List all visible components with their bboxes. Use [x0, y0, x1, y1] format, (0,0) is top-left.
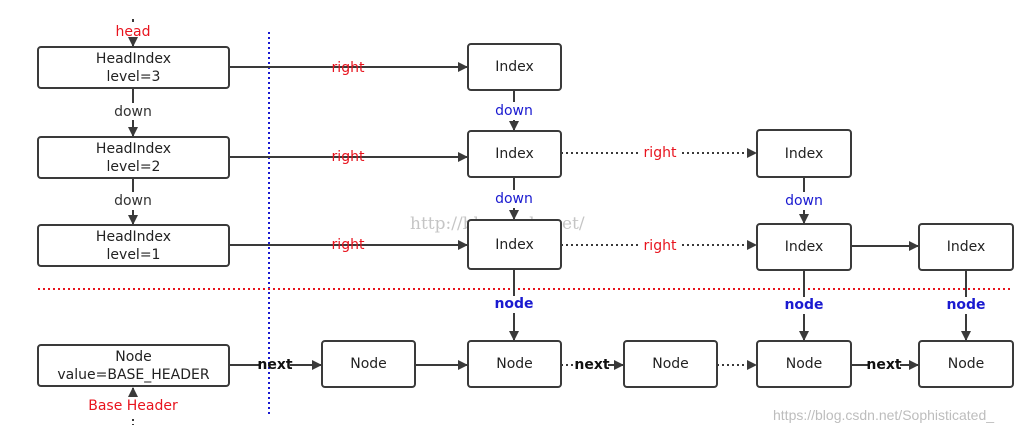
- index-label: Index: [784, 145, 824, 162]
- down-label: down: [785, 193, 823, 209]
- down-label: down: [114, 104, 152, 120]
- index-box: Index: [756, 129, 852, 178]
- headindex-level-2: HeadIndex level=2: [37, 136, 230, 179]
- down-label: down: [114, 193, 152, 209]
- node-box: Node: [623, 340, 718, 388]
- node-label: Node: [947, 356, 985, 372]
- node-title: Node: [115, 348, 152, 365]
- node-pointer-label: node: [784, 297, 824, 313]
- down-label: down: [495, 103, 533, 119]
- headindex-title: HeadIndex: [95, 228, 172, 245]
- next-label: next: [866, 357, 902, 373]
- base-header-label: Base Header: [88, 398, 178, 414]
- index-label: Index: [495, 146, 534, 162]
- right-label: right: [331, 60, 365, 76]
- index-box: Index: [756, 223, 852, 271]
- down-label: down: [495, 191, 533, 207]
- node-box: Node: [467, 340, 562, 388]
- node-label: Node: [652, 356, 689, 372]
- footer-watermark: https://blog.csdn.net/Sophisticated_: [773, 407, 995, 423]
- node-value: value=BASE_HEADER: [57, 366, 210, 383]
- right-label: right: [643, 238, 677, 254]
- node-label: Node: [785, 356, 823, 372]
- node-box: Node: [321, 340, 416, 388]
- right-label: right: [331, 237, 365, 253]
- next-label: next: [257, 357, 293, 373]
- node-pointer-label: node: [494, 296, 534, 312]
- index-box: Index: [467, 43, 562, 91]
- headindex-level: level=3: [106, 68, 161, 85]
- node-box: Node: [756, 340, 852, 388]
- node-box: Node: [918, 340, 1014, 388]
- headindex-level: level=1: [106, 246, 161, 263]
- headindex-level-1: HeadIndex level=1: [37, 224, 230, 267]
- index-label: Index: [495, 236, 534, 253]
- right-label: right: [643, 145, 677, 161]
- next-label: next: [574, 357, 610, 373]
- index-box: Index: [467, 130, 562, 178]
- headindex-level-3: HeadIndex level=3: [37, 46, 230, 89]
- headindex-title: HeadIndex: [95, 50, 172, 67]
- index-label: Index: [946, 239, 986, 255]
- headindex-title: HeadIndex: [95, 140, 172, 157]
- base-header-node: Node value=BASE_HEADER: [37, 344, 230, 387]
- index-box: Index: [918, 223, 1014, 271]
- node-pointer-label: node: [946, 297, 986, 313]
- headindex-level: level=2: [106, 158, 161, 175]
- head-label: head: [115, 24, 151, 40]
- right-label: right: [331, 149, 365, 165]
- node-label: Node: [496, 356, 533, 372]
- node-label: Node: [350, 356, 387, 372]
- index-label: Index: [495, 59, 534, 75]
- index-label: Index: [784, 239, 824, 255]
- index-box: Index: [467, 219, 562, 270]
